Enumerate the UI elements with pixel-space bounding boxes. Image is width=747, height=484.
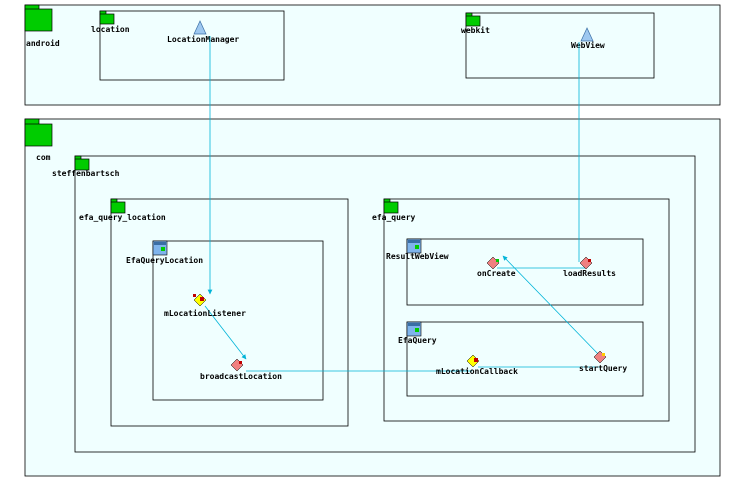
member-start-query[interactable]: startQuery <box>579 350 627 373</box>
package-location[interactable]: location LocationManager <box>91 10 285 81</box>
package-label-efa-query-location: efa_query_location <box>79 212 166 222</box>
member-label-m-location-callback: mLocationCallback <box>436 366 518 376</box>
class-icon <box>406 321 422 337</box>
member-label-on-create: onCreate <box>477 269 516 278</box>
method-icon <box>230 358 244 372</box>
class-label-location-manager: LocationManager <box>167 34 239 44</box>
package-label-webkit: webkit <box>461 25 490 35</box>
folder-icon <box>24 4 53 32</box>
dependency-edges <box>204 36 601 372</box>
field-icon <box>193 293 207 307</box>
member-m-location-listener[interactable]: mLocationListener <box>164 293 246 318</box>
method-icon <box>593 350 607 364</box>
member-on-create[interactable]: onCreate <box>477 256 516 278</box>
class-label-efa-query: EfaQuery <box>398 336 437 345</box>
package-label-location: location <box>91 24 130 34</box>
member-load-results[interactable]: loadResults <box>563 256 616 278</box>
package-webkit[interactable]: webkit WebView <box>461 12 655 79</box>
member-label-m-location-listener: mLocationListener <box>164 308 246 318</box>
edge-listener-to-broadcast <box>204 305 247 360</box>
folder-icon <box>74 155 90 171</box>
edge-start-query-to-on-create <box>502 255 601 357</box>
class-label-efa-query-location: EfaQueryLocation <box>126 255 203 265</box>
package-label-com: com <box>36 153 51 162</box>
folder-icon <box>465 12 481 27</box>
class-label-web-view: WebView <box>571 40 605 50</box>
member-label-broadcast-location: broadcastLocation <box>200 371 282 381</box>
class-efa-query-location[interactable]: EfaQueryLocation <box>126 240 324 401</box>
field-icon <box>466 354 480 368</box>
class-location-manager[interactable]: LocationManager <box>167 20 239 44</box>
package-label-steffenbartsch: steffenbartsch <box>52 169 120 178</box>
interface-icon <box>580 27 594 42</box>
class-web-view[interactable]: WebView <box>571 27 605 50</box>
class-icon <box>406 238 422 254</box>
package-label-android: android <box>26 38 60 48</box>
class-icon <box>152 240 168 256</box>
member-m-location-callback[interactable]: mLocationCallback <box>436 354 518 376</box>
folder-icon <box>110 198 126 214</box>
folder-icon <box>24 118 53 147</box>
member-label-load-results: loadResults <box>563 269 616 278</box>
package-label-efa-query: efa_query <box>372 213 416 222</box>
folder-icon <box>99 10 115 25</box>
member-broadcast-location[interactable]: broadcastLocation <box>200 358 282 381</box>
member-label-start-query: startQuery <box>579 364 627 373</box>
interface-icon <box>193 20 207 35</box>
folder-icon <box>383 198 399 214</box>
class-efa-query[interactable]: EfaQuery <box>398 321 644 397</box>
method-icon <box>579 256 593 270</box>
class-label-result-web-view: ResultWebView <box>386 251 449 261</box>
class-result-web-view[interactable]: ResultWebView <box>386 238 644 306</box>
method-icon <box>486 256 500 270</box>
